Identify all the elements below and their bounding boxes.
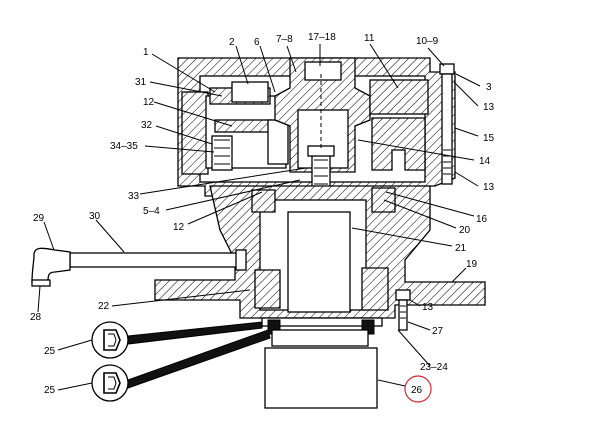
seal-detail-lower — [91, 329, 271, 402]
label-33: 33 — [128, 191, 140, 202]
label-10-9: 10–9 — [416, 36, 439, 47]
output-drum — [264, 347, 378, 409]
label-34-35: 34–35 — [110, 141, 138, 152]
right-bolt — [439, 63, 455, 185]
label-21: 21 — [455, 243, 467, 254]
label-5-4: 5–4 — [143, 206, 160, 217]
callout-labels: 1 2 6 7–8 17–18 11 10–9 3 31 13 12 32 15… — [30, 32, 495, 396]
label-13b: 13 — [483, 182, 495, 193]
label-32: 32 — [141, 120, 153, 131]
label-29: 29 — [33, 213, 45, 224]
label-28: 28 — [30, 312, 42, 323]
highlight-circle — [404, 375, 432, 403]
label-3: 3 — [486, 82, 492, 93]
label-31: 31 — [135, 77, 147, 88]
lower-housing — [154, 185, 486, 319]
left-gear-chamber — [181, 81, 289, 175]
label-7-8: 7–8 — [276, 34, 293, 45]
label-20: 20 — [459, 225, 471, 236]
label-13c: 13 — [422, 302, 434, 313]
label-30: 30 — [89, 211, 101, 222]
seal-assembly — [261, 317, 383, 347]
label-11: 11 — [364, 33, 375, 44]
label-17-18: 17–18 — [308, 32, 336, 43]
label-6: 6 — [254, 37, 260, 48]
label-27: 27 — [432, 326, 444, 337]
seal-detail-upper — [91, 321, 263, 359]
lubrication-pipe — [31, 247, 247, 287]
label-23-24: 23–24 — [420, 362, 448, 373]
label-16: 16 — [476, 214, 488, 225]
label-2: 2 — [229, 37, 235, 48]
label-25b: 25 — [44, 385, 56, 396]
label-14: 14 — [479, 156, 491, 167]
label-12b: 12 — [173, 222, 185, 233]
right-ring-gear — [369, 79, 429, 171]
label-25a: 25 — [44, 346, 56, 357]
central-gear — [274, 57, 371, 213]
label-22: 22 — [98, 301, 110, 312]
label-13a: 13 — [483, 102, 495, 113]
label-1: 1 — [143, 47, 149, 58]
label-26: 26 — [411, 385, 423, 396]
flange-bolt — [395, 289, 411, 331]
label-12a: 12 — [143, 97, 155, 108]
leader-lines — [37, 43, 481, 391]
label-19: 19 — [466, 259, 478, 270]
label-15: 15 — [483, 133, 495, 144]
